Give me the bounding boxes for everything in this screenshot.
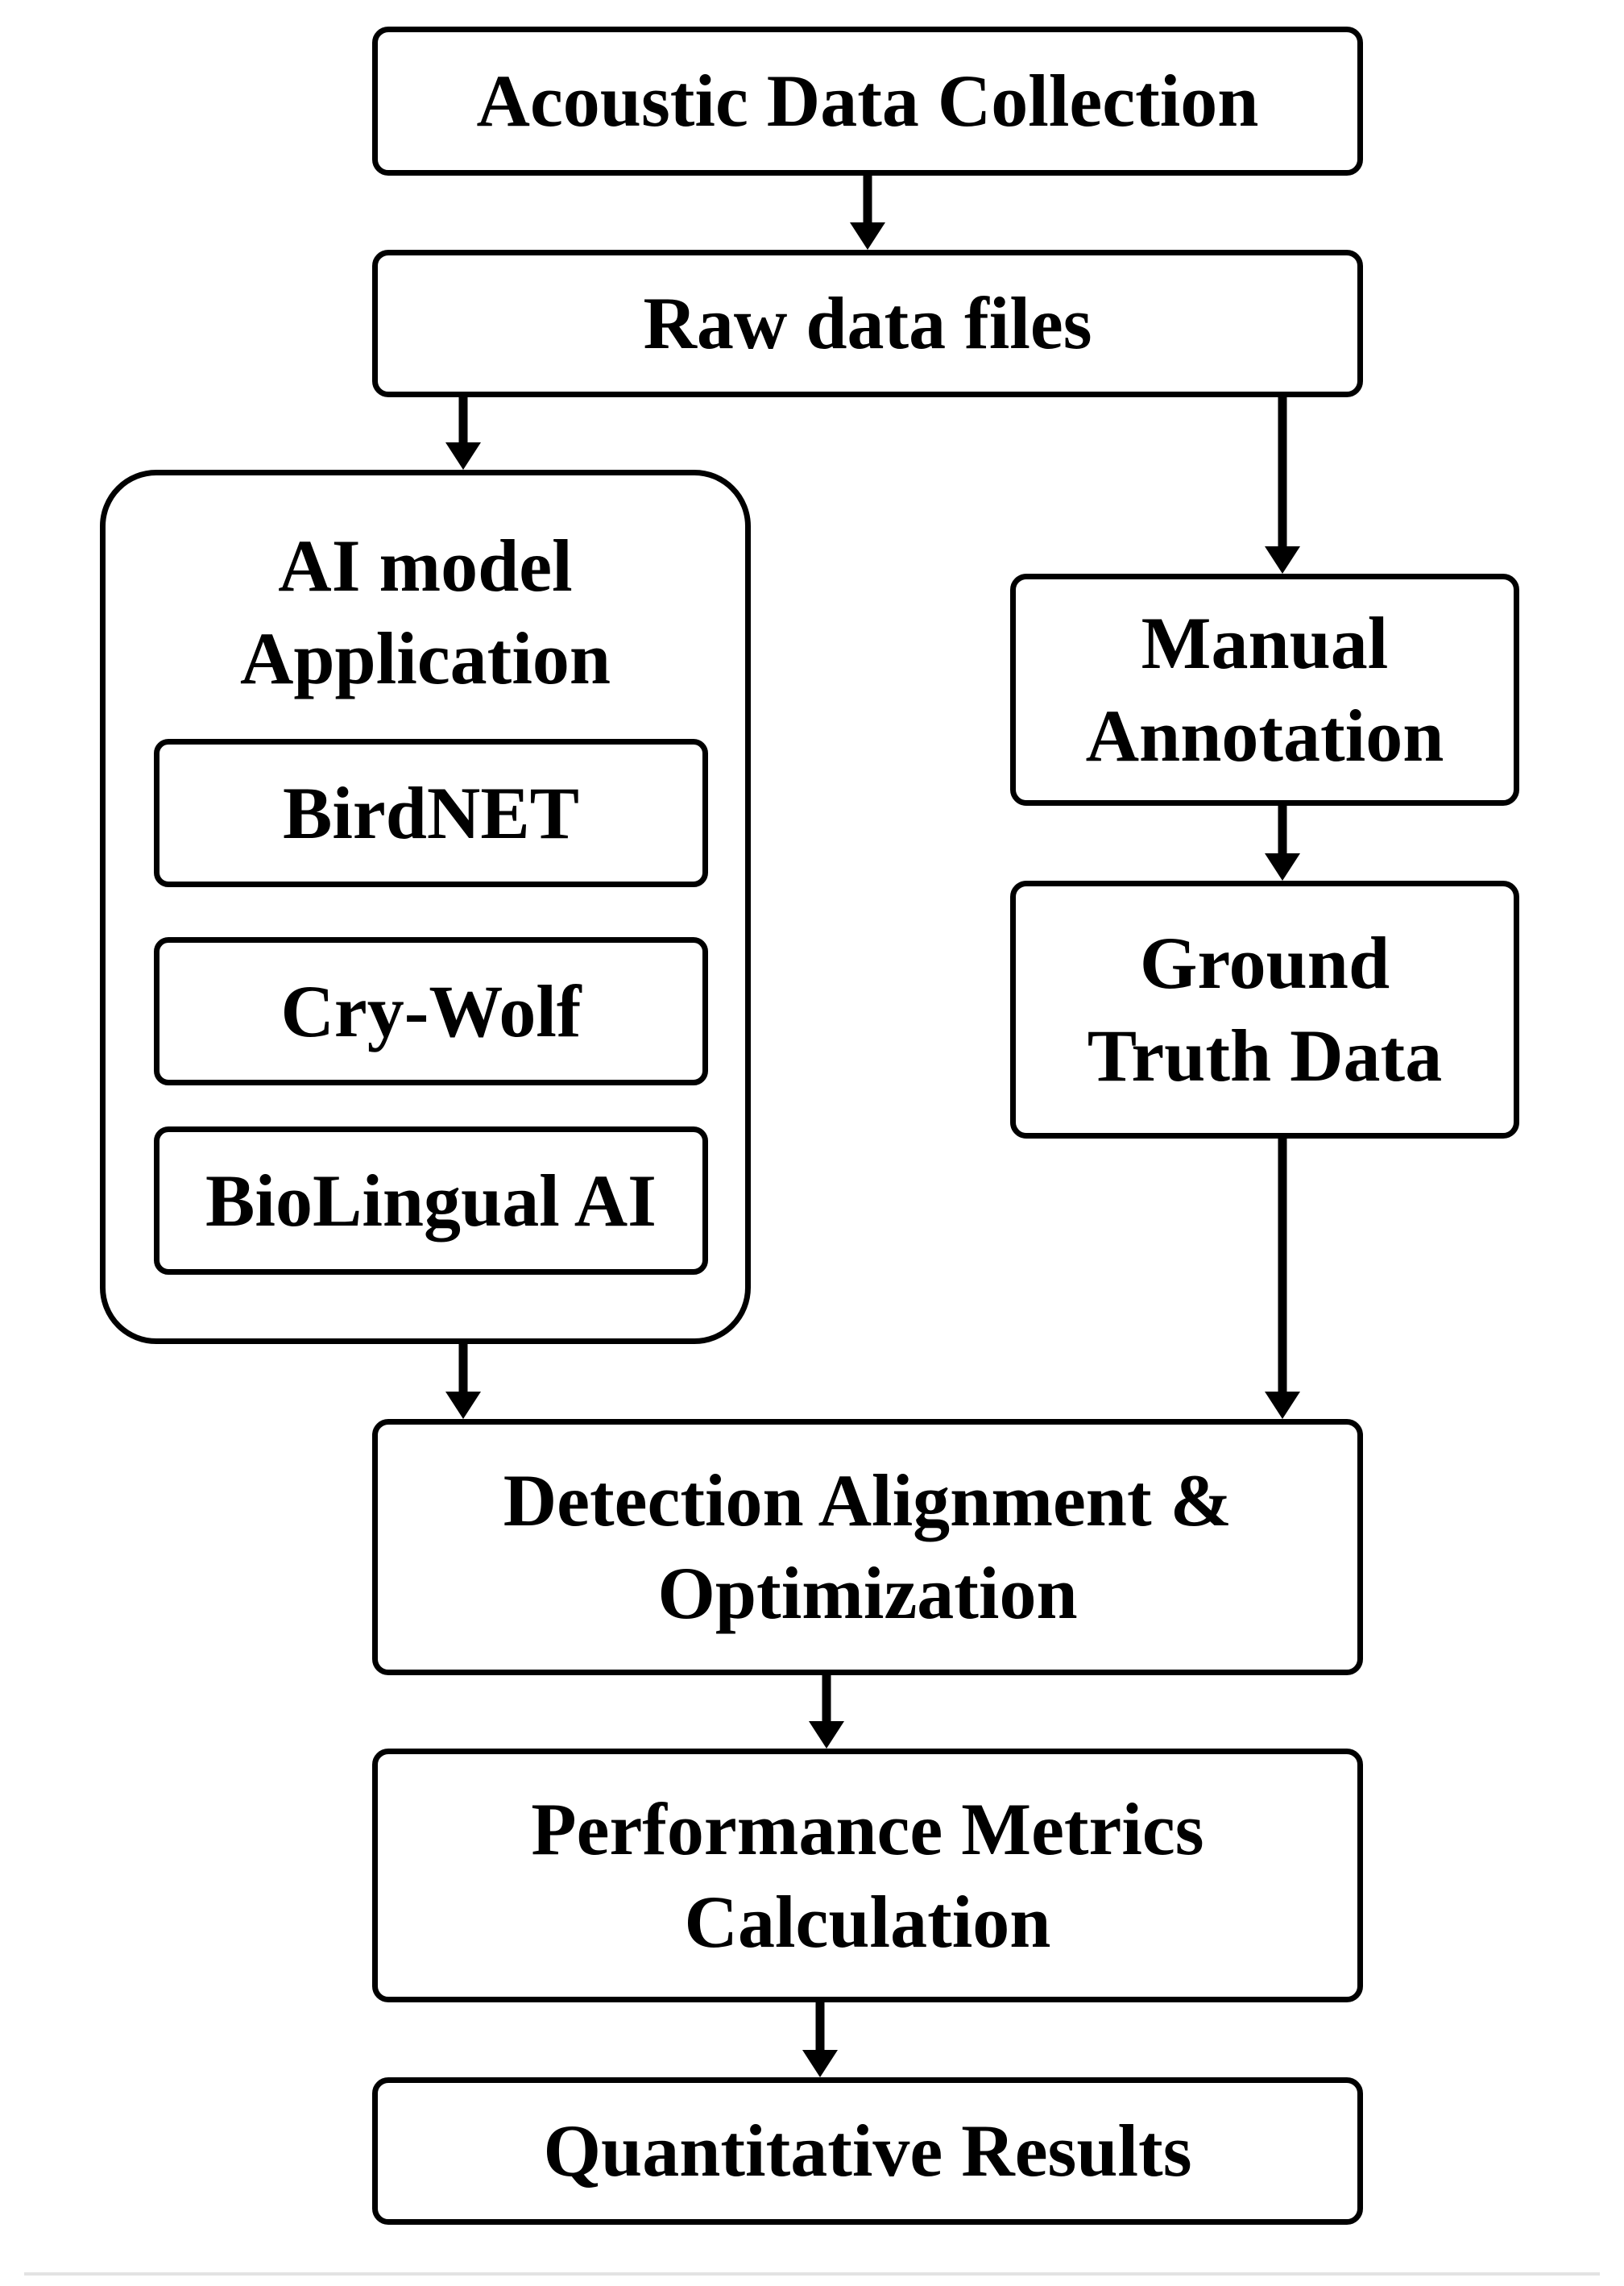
arrow-ground-truth-to-alignment bbox=[1265, 1139, 1300, 1419]
node-ground-truth-data: Ground Truth Data bbox=[1010, 881, 1519, 1139]
arrow-head bbox=[445, 442, 481, 470]
node-quantitative-results: Quantitative Results bbox=[372, 2077, 1363, 2225]
node-detection-alignment: Detection Alignment & Optimization bbox=[372, 1419, 1363, 1675]
arrow-head bbox=[802, 2050, 838, 2077]
container-title: AI model Application bbox=[239, 525, 611, 699]
arrow-head bbox=[850, 222, 885, 250]
arrow-head bbox=[1265, 1392, 1300, 1419]
arrow-raw-to-manual-annotation bbox=[1265, 397, 1300, 574]
node-label: Detection Alignment & Optimization bbox=[503, 1459, 1232, 1634]
bottom-divider bbox=[24, 2272, 1600, 2276]
model-label: Cry-Wolf bbox=[280, 969, 582, 1052]
node-raw-data-files: Raw data files bbox=[372, 250, 1363, 397]
model-label: BioLingual AI bbox=[205, 1159, 657, 1242]
arrow-head bbox=[1265, 853, 1300, 881]
node-label: Manual Annotation bbox=[1085, 602, 1444, 777]
arrow-raw-to-ai-model bbox=[445, 397, 481, 470]
arrow-head bbox=[445, 1392, 481, 1419]
arrow-alignment-to-metrics bbox=[809, 1675, 844, 1749]
arrow-annotation-to-ground-truth bbox=[1265, 806, 1300, 881]
node-manual-annotation: Manual Annotation bbox=[1010, 574, 1519, 806]
node-label: Ground Truth Data bbox=[1087, 922, 1443, 1097]
node-label: Quantitative Results bbox=[543, 2110, 1192, 2192]
node-label: Acoustic Data Collection bbox=[476, 60, 1259, 142]
model-label: BirdNET bbox=[282, 771, 580, 854]
node-label: Performance Metrics Calculation bbox=[531, 1787, 1204, 1963]
node-ai-model-application: AI model Application BirdNET Cry-Wolf Bi… bbox=[100, 470, 751, 1344]
model-cry-wolf: Cry-Wolf bbox=[154, 937, 708, 1085]
arrow-ai-model-to-alignment bbox=[445, 1344, 481, 1419]
arrow-head bbox=[1265, 546, 1300, 574]
model-birdnet: BirdNET bbox=[154, 739, 708, 887]
node-performance-metrics: Performance Metrics Calculation bbox=[372, 1749, 1363, 2002]
arrow-metrics-to-results bbox=[802, 2002, 838, 2077]
node-acoustic-data-collection: Acoustic Data Collection bbox=[372, 27, 1363, 176]
model-biolingual-ai: BioLingual AI bbox=[154, 1126, 708, 1275]
arrow-collection-to-raw bbox=[850, 176, 885, 250]
arrow-head bbox=[809, 1721, 844, 1749]
node-label: Raw data files bbox=[643, 282, 1092, 364]
